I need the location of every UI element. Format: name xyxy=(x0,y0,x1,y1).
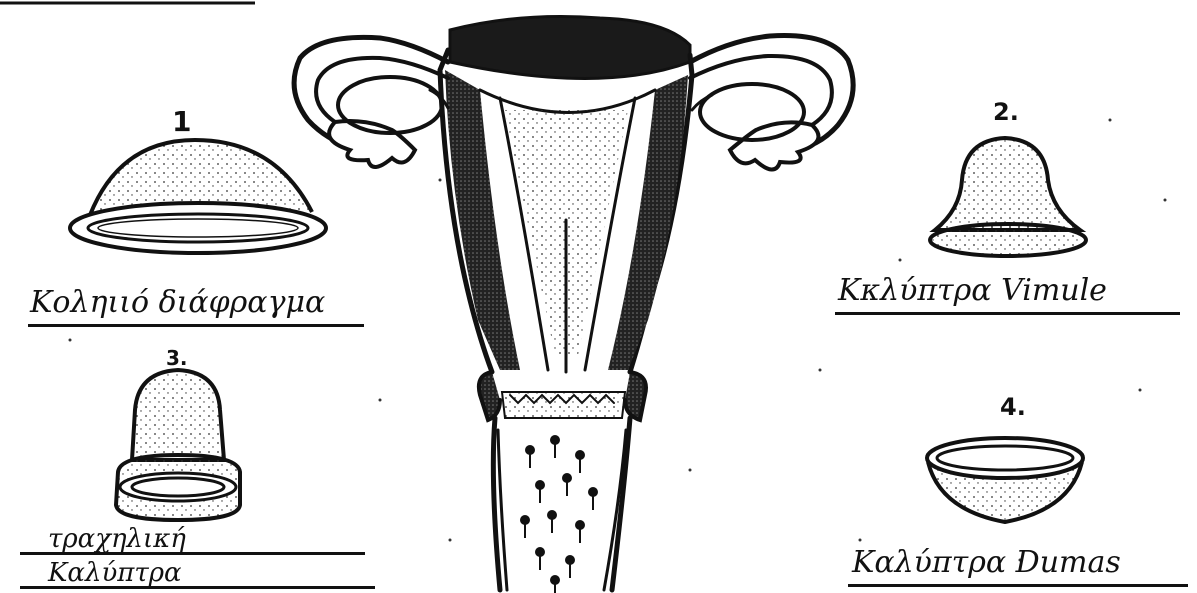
device-2-number: 2. xyxy=(993,100,1019,124)
cervix-left xyxy=(479,372,500,420)
device-3-label-line1: τραχηλική xyxy=(48,526,186,552)
device-4-dumas-cap xyxy=(927,438,1083,522)
device-1-number: 1 xyxy=(172,108,191,136)
fimbriae-right xyxy=(730,122,818,169)
device-2-vimule-cap xyxy=(930,138,1086,256)
sperm-marks xyxy=(521,436,597,593)
device-4-label: Καλύπτρα Dumas xyxy=(852,548,1121,578)
cervix-right xyxy=(625,372,646,420)
device-3-label-underline-2 xyxy=(20,586,375,589)
device-2-label-underline xyxy=(835,312,1180,315)
device-2-label: Κκλύπτρα Vimule xyxy=(838,276,1107,306)
uterine-fundus xyxy=(450,17,690,79)
device-1-label: Κοληιιό διάφραγμα xyxy=(30,288,325,318)
ovary-left xyxy=(338,77,442,133)
device-4-number: 4. xyxy=(1000,395,1026,419)
device-3-cervical-cap xyxy=(116,370,240,520)
uterus-illustration xyxy=(294,17,853,591)
device-3-number: 3. xyxy=(166,348,188,368)
device-4-label-underline xyxy=(848,584,1188,587)
device-3-label-line2: Καλύπτρα xyxy=(48,560,182,586)
device-3-label-underline-1 xyxy=(20,552,365,555)
fimbriae-left xyxy=(329,121,415,167)
device-1-label-underline xyxy=(28,324,364,327)
device-1-diaphragm xyxy=(70,140,326,253)
